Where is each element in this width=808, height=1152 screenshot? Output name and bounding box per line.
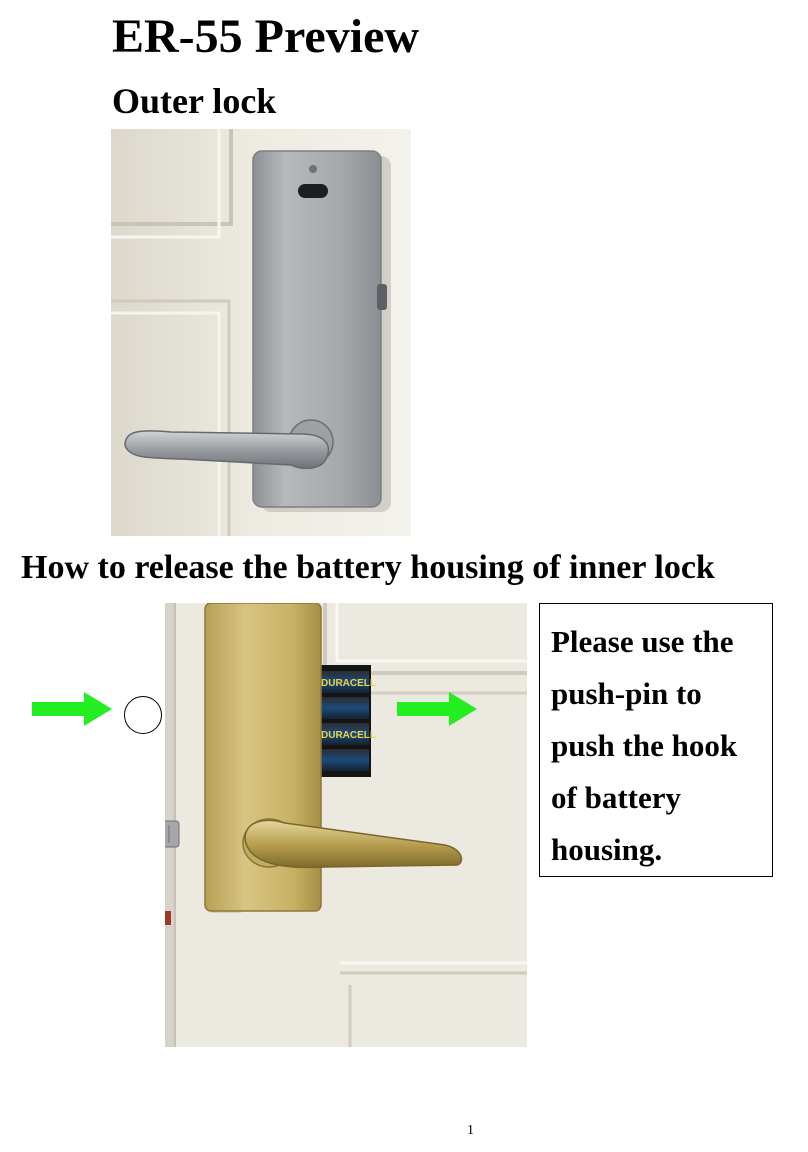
battery-release-heading: How to release the battery housing of in… (21, 549, 715, 586)
note-line: of battery (551, 780, 681, 815)
push-pin-hole-circle (124, 696, 162, 734)
outer-lock-heading: Outer lock (112, 81, 277, 121)
inner-lock-photo: DURACELL DURACELL (165, 603, 527, 1047)
battery-label: DURACELL (321, 678, 376, 689)
outer-lock-photo (111, 129, 411, 536)
page-title: ER-55 Preview (112, 10, 420, 63)
instruction-note-box: Please use the push-pin to push the hook… (539, 603, 773, 877)
left-green-arrow-icon (32, 692, 114, 726)
right-green-arrow-icon (397, 692, 479, 726)
note-line: Please use the (551, 624, 734, 659)
note-line: push-pin to (551, 676, 702, 711)
note-line: push the hook (551, 728, 738, 763)
outer-lock-illustration (111, 129, 411, 536)
battery-label-2: DURACELL (321, 730, 376, 741)
note-line: housing. (551, 832, 663, 867)
page-number: 1 (467, 1123, 474, 1138)
inner-lock-illustration: DURACELL DURACELL (165, 603, 527, 1047)
